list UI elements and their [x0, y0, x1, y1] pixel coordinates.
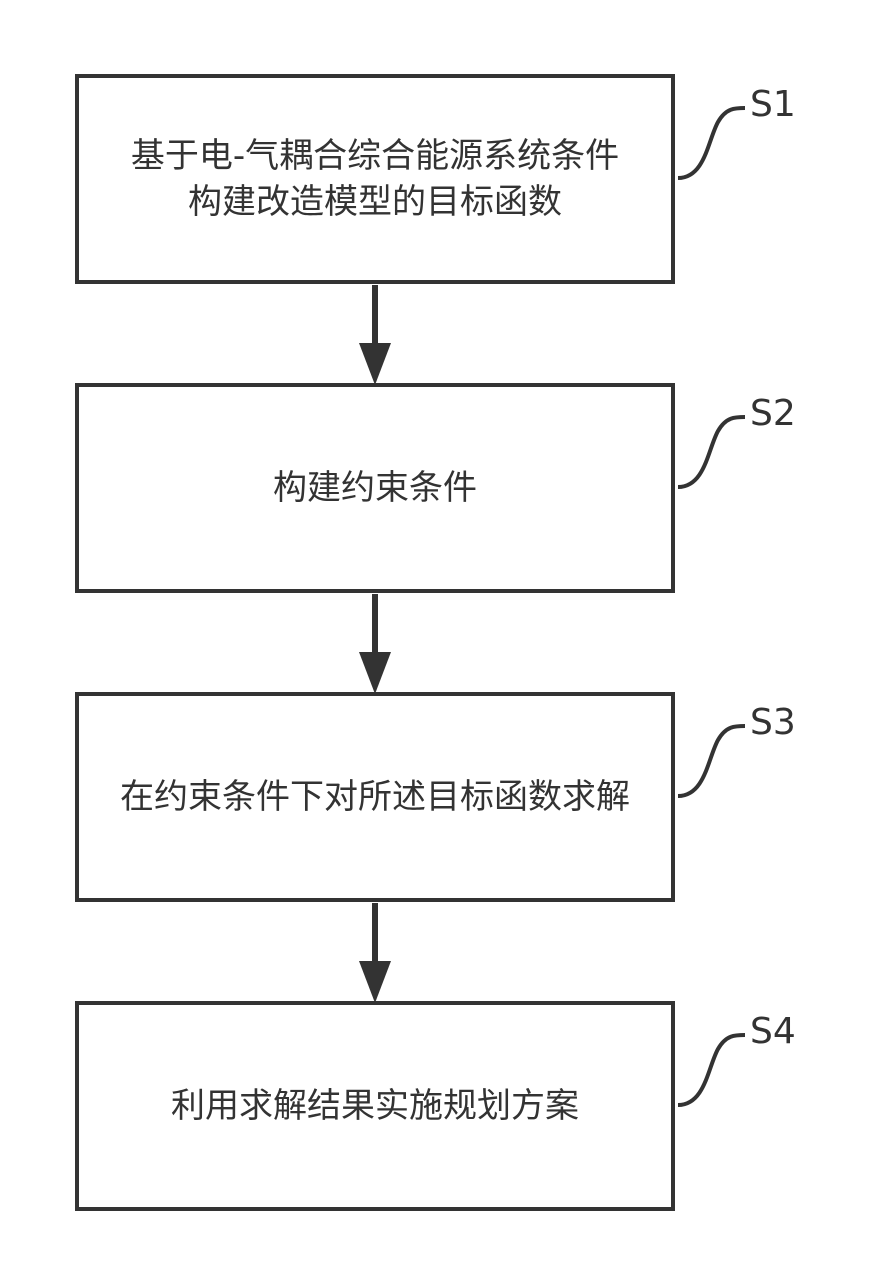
step-text-s4: 利用求解结果实施规划方案: [171, 1086, 579, 1126]
step-box-s4: 利用求解结果实施规划方案: [75, 1001, 675, 1211]
step-text-s3: 在约束条件下对所述目标函数求解: [120, 777, 630, 817]
step-text-s2: 构建约束条件: [273, 468, 477, 508]
step-box-s2: 构建约束条件: [75, 383, 675, 593]
callout-curve-s4: [677, 1033, 746, 1107]
step-tag-s4: S4: [750, 1011, 796, 1052]
step-tag-s2: S2: [750, 393, 796, 434]
step-text-s1: 基于电-气耦合综合能源系统条件构建改造模型的目标函数: [130, 136, 620, 222]
callout-curve-s1: [677, 106, 746, 180]
arrow-s1-s2: [359, 285, 391, 385]
step-box-s1: 基于电-气耦合综合能源系统条件构建改造模型的目标函数: [75, 74, 675, 284]
callout-curve-s2: [677, 415, 746, 489]
callout-curve-s3: [677, 724, 746, 798]
step-tag-s1: S1: [750, 84, 796, 125]
step-tag-s3: S3: [750, 702, 796, 743]
step-box-s3: 在约束条件下对所述目标函数求解: [75, 692, 675, 902]
arrow-s3-s4: [359, 903, 391, 1003]
arrow-s2-s3: [359, 594, 391, 694]
